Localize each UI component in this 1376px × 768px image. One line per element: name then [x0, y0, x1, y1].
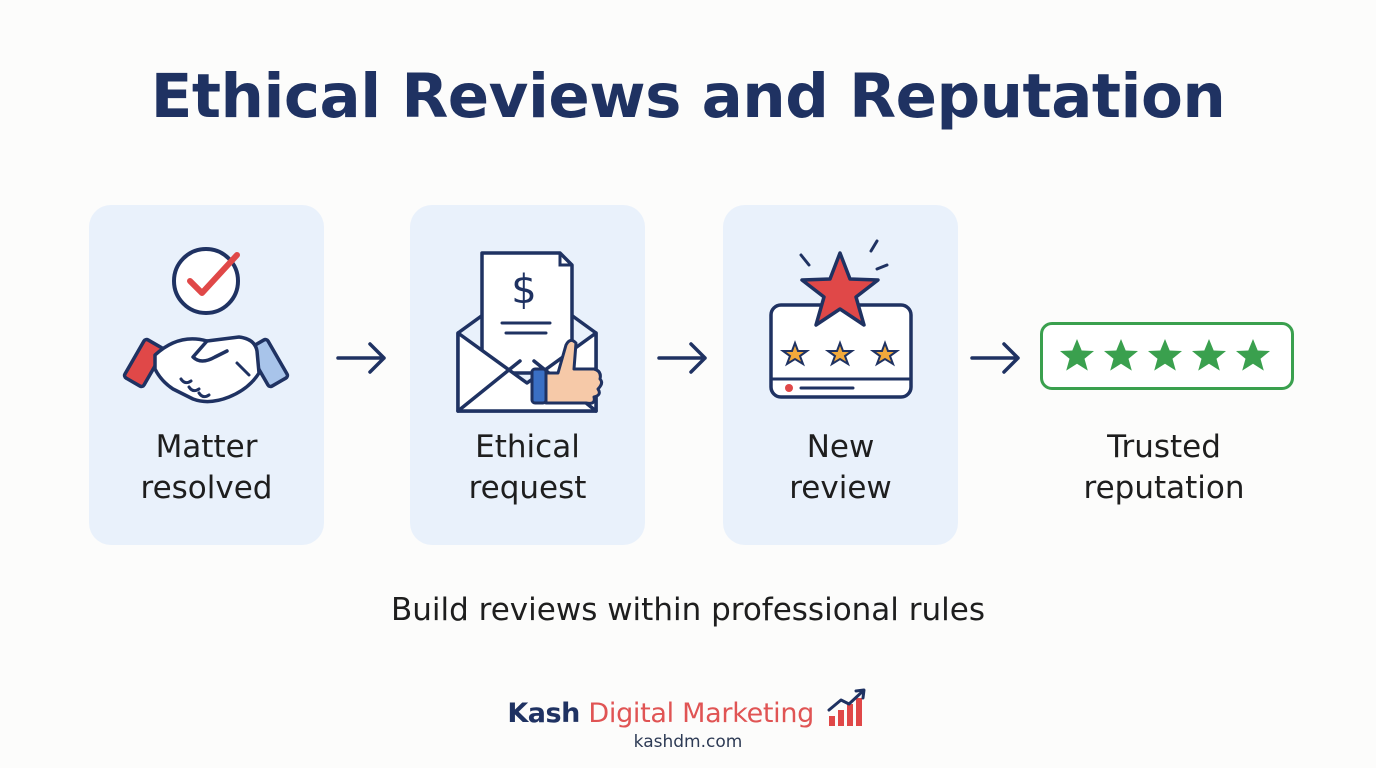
step-trusted-reputation: Trusted reputation	[1040, 205, 1295, 545]
step-label: Ethical request	[410, 427, 645, 509]
step-card-new-review: New review	[723, 205, 958, 545]
svg-text:$: $	[511, 267, 536, 313]
step-label: New review	[723, 427, 958, 509]
handshake-check-icon	[122, 247, 290, 404]
step-label-line2: request	[468, 470, 587, 506]
arrow-right-icon	[657, 342, 707, 374]
brand-domain: kashdm.com	[633, 732, 743, 752]
step-label: Trusted reputation	[1040, 427, 1288, 509]
arrow-right-icon	[970, 342, 1020, 374]
step-label-line2: reputation	[1083, 470, 1245, 506]
step-label-line1: Ethical	[475, 429, 580, 465]
step-label: Matter resolved	[89, 427, 324, 509]
step-card-matter-resolved: Matter resolved	[89, 205, 324, 545]
envelope-thumbs-up-icon: $	[456, 251, 604, 413]
step-label-line1: New	[806, 429, 875, 465]
step-label-line1: Trusted	[1107, 429, 1221, 465]
brand-name-digital-marketing: Digital Marketing	[588, 698, 815, 729]
step-card-ethical-request: $ Ethical request	[410, 205, 645, 545]
step-label-line1: Matter	[155, 429, 258, 465]
step-label-line2: resolved	[140, 470, 273, 506]
brand-logo: Kash Digital Marketing	[0, 688, 1376, 734]
star-review-screen-icon	[769, 239, 913, 399]
brand-name-kash: Kash	[507, 698, 580, 729]
step-label-line2: review	[789, 470, 892, 506]
bar-chart-growth-icon	[827, 688, 866, 726]
arrow-right-icon	[336, 342, 386, 374]
page-title: Ethical Reviews and Reputation	[150, 61, 1226, 132]
subtitle: Build reviews within professional rules	[391, 592, 985, 628]
five-stars-icon	[1060, 339, 1270, 371]
five-stars-badge	[1040, 322, 1294, 390]
